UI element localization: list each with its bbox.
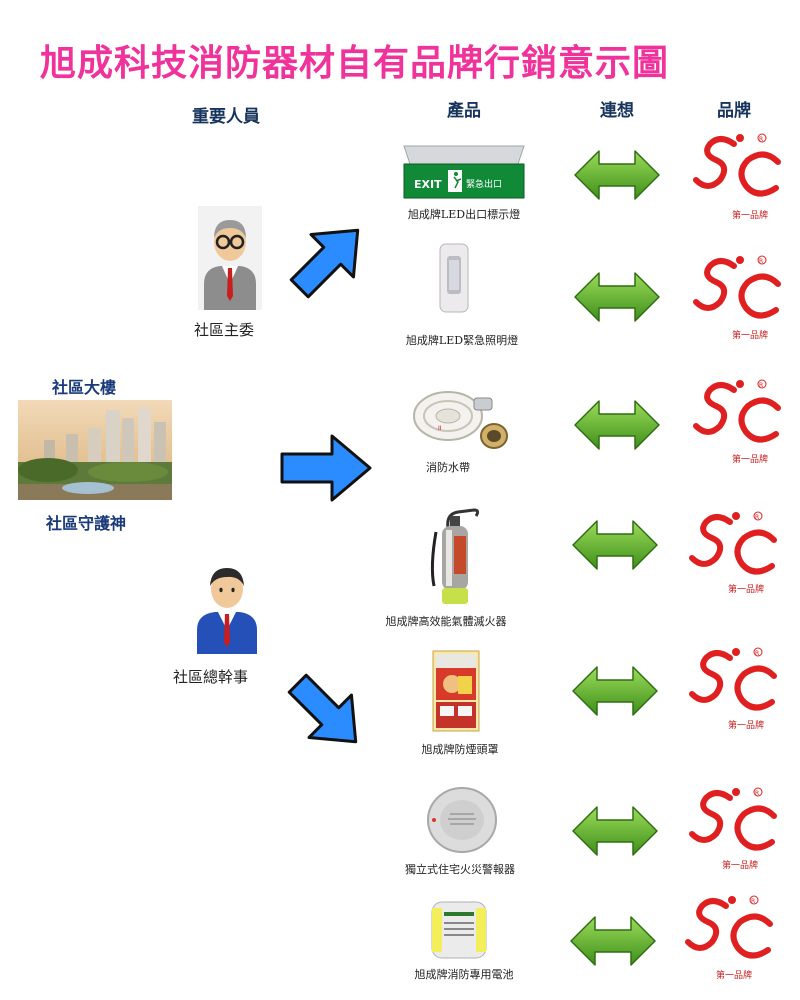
green-double-arrow-icon (571, 396, 663, 454)
product-caption-5: 旭成牌防煙頭罩 (421, 743, 499, 756)
manager-person-icon (193, 562, 261, 654)
brand-logo: 第一品牌 (686, 644, 782, 731)
green-double-arrow-icon (567, 912, 659, 970)
blue-arrow-down-right-icon (278, 664, 374, 760)
brand-logo: 第一品牌 (690, 252, 786, 341)
exit-sign-text-en: EXIT (414, 178, 442, 191)
building-photo (18, 400, 172, 500)
header-association: 連想 (600, 101, 634, 121)
green-double-arrow-icon (571, 268, 663, 326)
product-caption-6: 獨立式住宅火災警報器 (405, 863, 515, 876)
smoke-detector-icon (424, 784, 500, 856)
brand-tagline: 第一品牌 (731, 331, 768, 341)
svg-text:II: II (438, 425, 442, 432)
brand-tagline: 第一品牌 (727, 585, 764, 595)
building-label: 社區大樓 (52, 378, 117, 397)
header-products: 產品 (447, 101, 481, 121)
green-double-arrow-icon (569, 516, 661, 574)
product-caption-7: 旭成牌消防專用電池 (414, 968, 514, 981)
committee-person-icon (198, 206, 262, 310)
product-caption-2: 旭成牌LED緊急照明燈 (405, 334, 519, 347)
brand-logo: 第一品牌 (686, 508, 782, 595)
brand-tagline: 第一品牌 (715, 971, 752, 981)
brand-logo: 第一品牌 (690, 376, 786, 465)
brand-logo: 第一品牌 (690, 130, 786, 221)
battery-icon (430, 900, 488, 960)
green-double-arrow-icon (571, 146, 663, 204)
product-caption-4: 旭成牌高效能氣體滅火器 (385, 615, 507, 628)
fire-extinguisher-icon (428, 506, 488, 606)
header-brand: 品牌 (717, 101, 751, 121)
fire-hose-icon: II (408, 384, 512, 456)
manager-label: 社區總幹事 (173, 668, 249, 686)
brand-logo: 第一品牌 (686, 784, 782, 871)
green-double-arrow-icon (569, 802, 661, 860)
emergency-light-icon (436, 242, 472, 314)
product-caption-1: 旭成牌LED出口標示燈 (407, 208, 521, 221)
guardian-label: 社區守護神 (46, 514, 127, 533)
blue-arrow-right-icon (278, 432, 374, 504)
brand-tagline: 第一品牌 (731, 211, 768, 221)
brand-tagline: 第一品牌 (721, 861, 758, 871)
committee-label: 社區主委 (194, 321, 255, 339)
brand-tagline: 第一品牌 (727, 721, 764, 731)
green-double-arrow-icon (569, 662, 661, 720)
exit-sign-icon: EXIT 緊急出口 (400, 144, 528, 200)
page-title: 旭成科技消防器材自有品牌行銷意示圖 (40, 43, 670, 84)
blue-arrow-up-right-icon (280, 212, 376, 308)
brand-tagline: 第一品牌 (731, 455, 768, 465)
exit-sign-text-zh: 緊急出口 (466, 178, 502, 190)
smoke-hood-icon (432, 650, 480, 732)
product-caption-3: 消防水帶 (426, 461, 470, 474)
brand-logo: 第一品牌 (682, 892, 778, 981)
header-people: 重要人員 (192, 107, 260, 127)
